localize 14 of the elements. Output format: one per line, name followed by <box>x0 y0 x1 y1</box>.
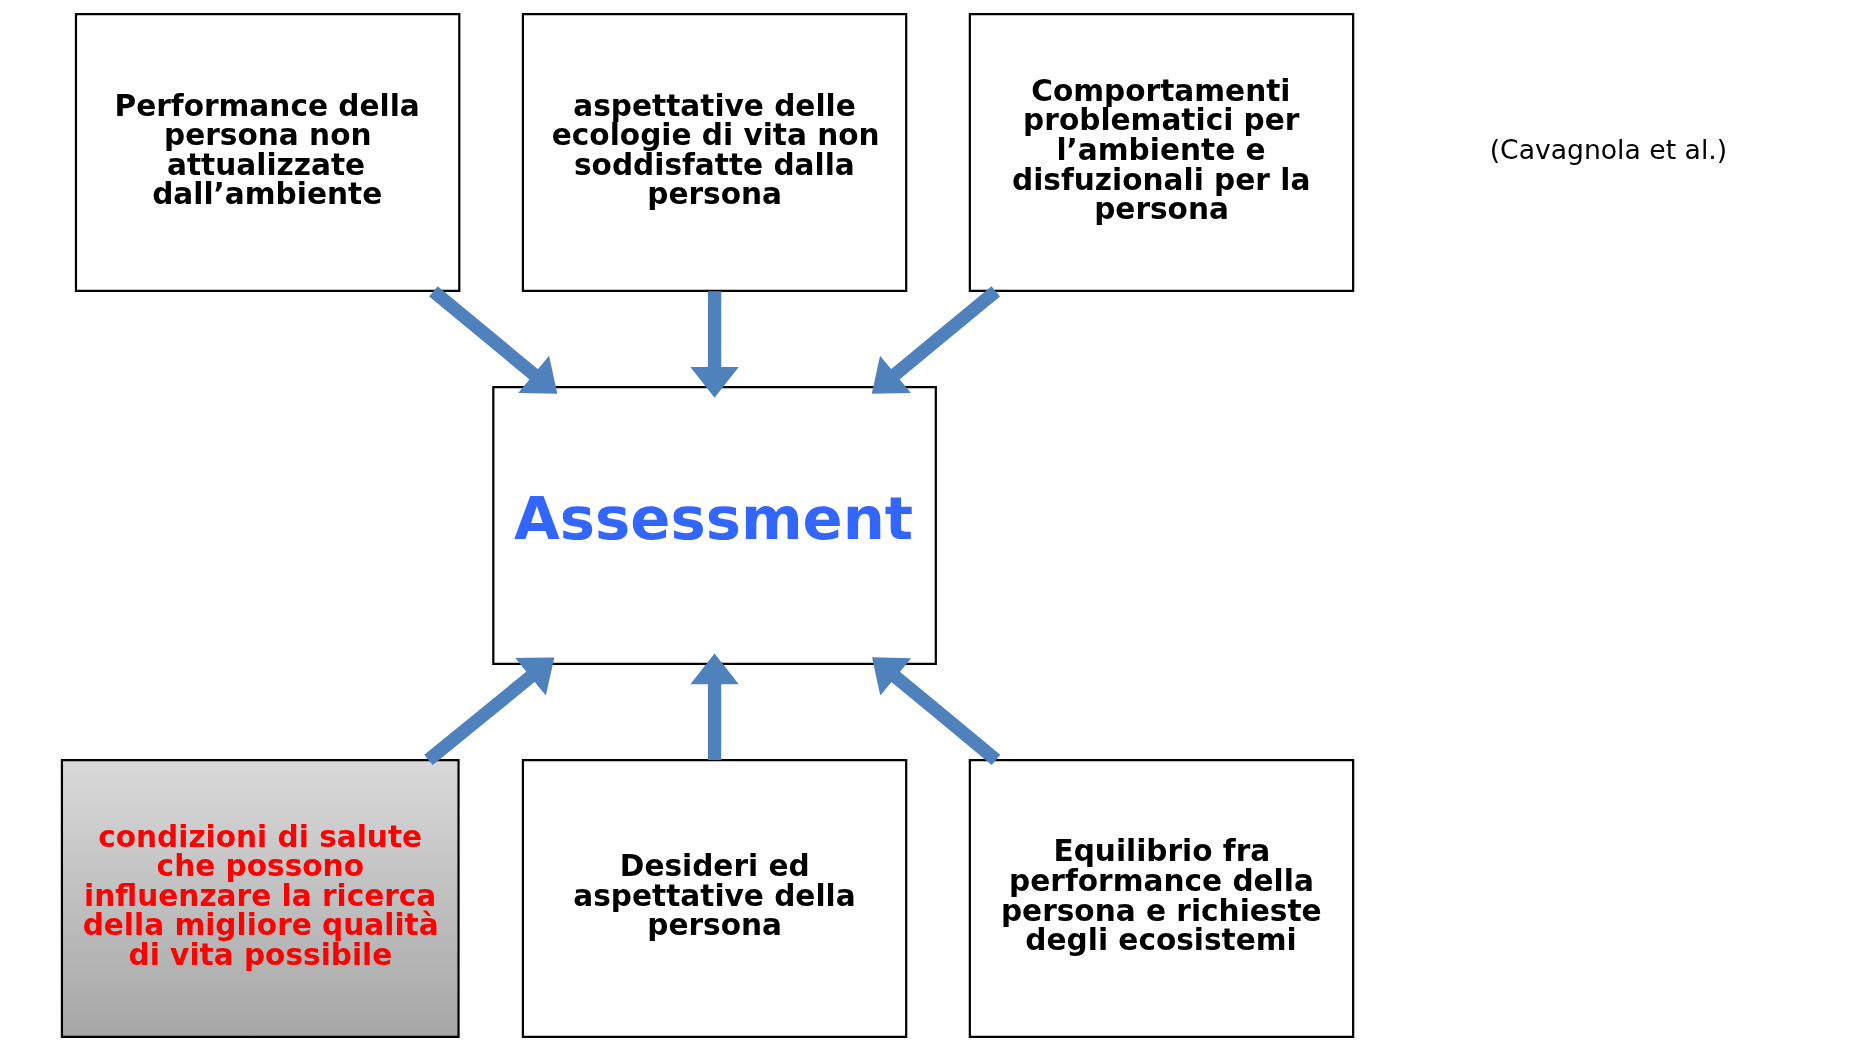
node-box: Performance della persona non attualizzate dall’ambiente <box>74 13 461 293</box>
node-box: Equilibrio fra performance della persona e richieste degli ecosistemi <box>968 758 1355 1038</box>
node-box: Desideri ed aspettative della persona <box>521 758 908 1038</box>
arrow <box>690 291 739 398</box>
arrow <box>429 286 558 394</box>
node-box: Comportamenti problematici per l’ambiente e disfuzionali per la persona <box>968 13 1355 293</box>
arrow <box>690 653 739 760</box>
arrow <box>871 286 1000 394</box>
node-box: condizioni di salute che possono influenzare la ricerca della migliore qualità di vita possibile <box>60 758 460 1038</box>
arrow <box>872 657 1001 766</box>
label: (Cavagnola et al.) <box>1489 134 1728 166</box>
arrow <box>424 657 555 766</box>
node-box: aspettative delle ecologie di vita non soddisfatte dalla persona <box>521 13 908 293</box>
node-box: Assessment <box>492 386 937 665</box>
